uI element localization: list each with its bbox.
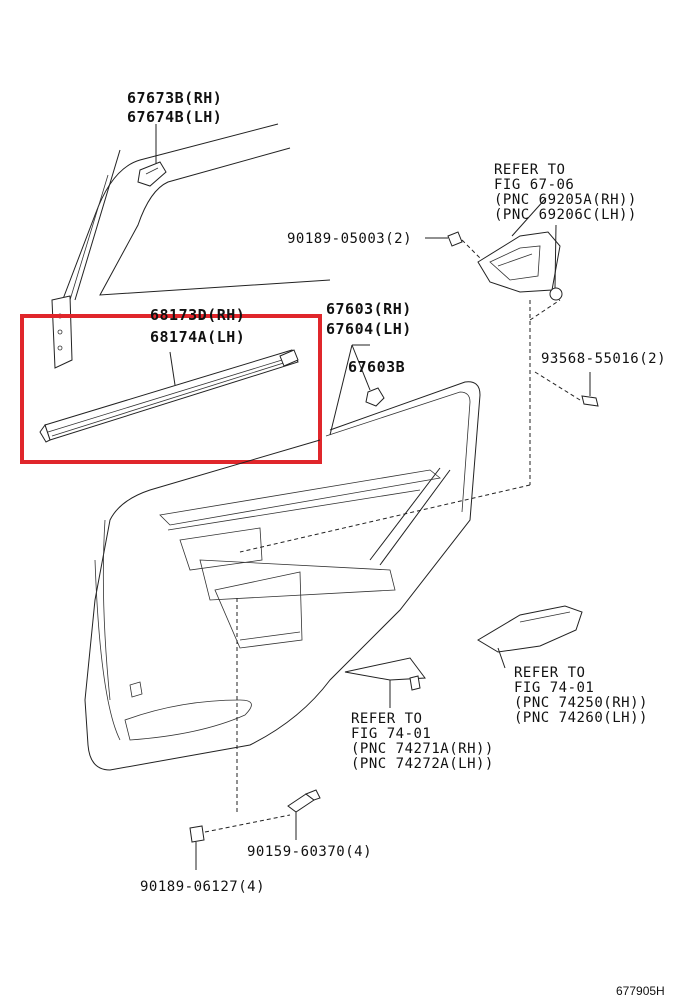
label-90159: 90159-60370(4) (247, 844, 372, 860)
label-93568: 93568-55016(2) (541, 351, 666, 367)
screw-93568 (239, 299, 599, 553)
label-refer-67-06: REFER TO (494, 162, 565, 178)
label-pnc-74260: (PNC 74260(LH)) (514, 710, 648, 726)
figure-id: 677905H (616, 984, 665, 998)
clip-90189-05003 (425, 231, 481, 259)
label-68173d: 68173D(RH) (150, 306, 245, 324)
lower-cover (344, 657, 426, 708)
highlight-box (20, 314, 322, 464)
label-fig-67-06: FIG 67-06 (494, 177, 574, 193)
label-pnc-74271a: (PNC 74271A(RH)) (351, 741, 494, 757)
label-67673b: 67673B(RH) (127, 89, 222, 107)
label-68174a: 68174A(LH) (150, 328, 245, 346)
label-pnc-69205a: (PNC 69205A(RH)) (494, 192, 637, 208)
inside-handle (477, 197, 563, 301)
door-trim-panel (84, 381, 481, 771)
label-90189-05003: 90189-05003(2) (287, 231, 412, 247)
label-90189-06127: 90189-06127(4) (140, 879, 265, 895)
label-67603: 67603(RH) (326, 300, 412, 318)
label-fig-74-01-a: FIG 74-01 (514, 680, 594, 696)
label-pnc-69206c: (PNC 69206C(LH)) (494, 207, 637, 223)
label-pnc-74272a: (PNC 74272A(LH)) (351, 756, 494, 772)
clip-90189-06127 (189, 825, 205, 870)
belt-moulding (39, 349, 299, 443)
pull-handle-cover (477, 605, 583, 669)
label-67604: 67604(LH) (326, 320, 412, 338)
clip-67603b (329, 344, 385, 436)
label-pnc-74250: (PNC 74250(RH)) (514, 695, 648, 711)
label-refer-74-01-a: REFER TO (514, 665, 585, 681)
label-67674b: 67674B(LH) (127, 108, 222, 126)
screw-90159 (287, 789, 321, 840)
label-refer-74-01-b: REFER TO (351, 711, 422, 727)
lower-leaders (204, 598, 291, 833)
label-fig-74-01-b: FIG 74-01 (351, 726, 431, 742)
label-67603b: 67603B (348, 358, 405, 376)
